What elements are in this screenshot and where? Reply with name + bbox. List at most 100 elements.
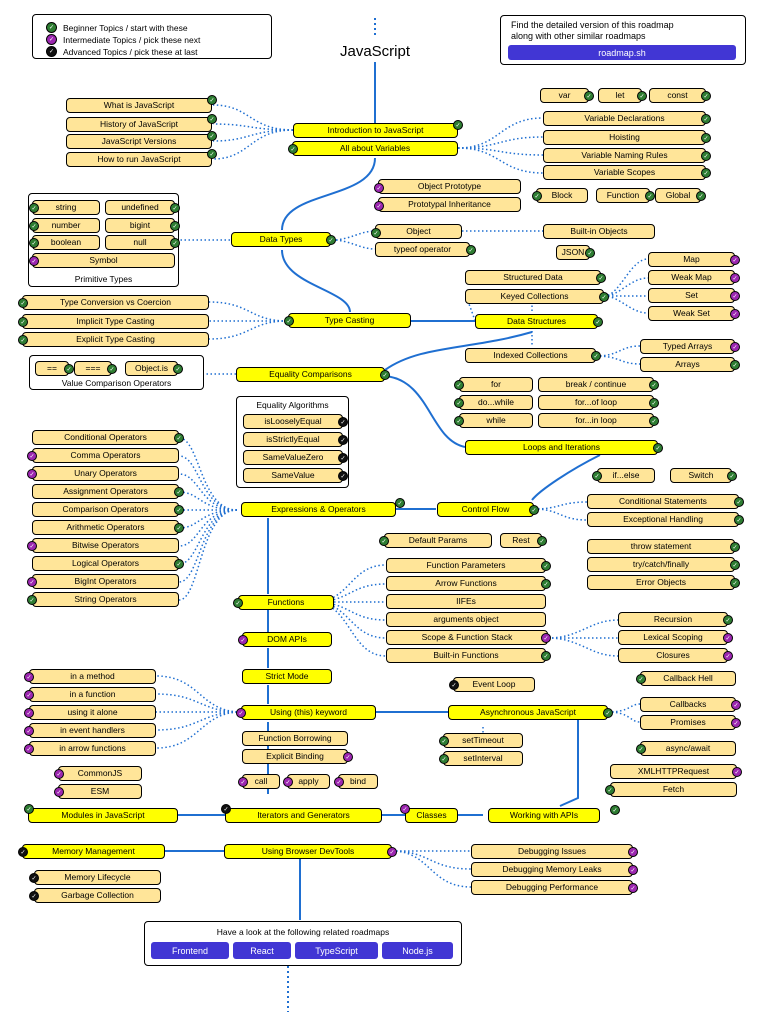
topic-classes[interactable]: Classes [405,808,458,823]
topic-in-a-method[interactable]: in a method [29,669,156,684]
topic-data-structures[interactable]: Data Structures [475,314,598,329]
topic-debugging-issues[interactable]: Debugging Issues [471,844,633,859]
topic-isstrictly-equal[interactable]: isStrictlyEqual [243,432,343,447]
topic-string-operators[interactable]: String Operators [32,592,179,607]
topic-memory-management[interactable]: Memory Management [22,844,165,859]
topic-strict-mode[interactable]: Strict Mode [242,669,332,684]
typescript-roadmap-button[interactable]: TypeScript [295,942,378,959]
topic-structured-data[interactable]: Structured Data [465,270,601,285]
topic-what-is-javascript[interactable]: What is JavaScript [66,98,212,113]
topic-weak-set[interactable]: Weak Set [648,306,735,321]
topic-object-is[interactable]: Object.is [125,361,178,376]
topic-default-params[interactable]: Default Params [384,533,492,548]
topic-explicit-type-casting[interactable]: Explicit Type Casting [22,332,209,347]
topic-variable-scopes[interactable]: Variable Scopes [543,165,706,180]
topic-apply[interactable]: apply [287,774,330,789]
topic-arithmetic-operators[interactable]: Arithmetic Operators [32,520,179,535]
topic-bind[interactable]: bind [338,774,378,789]
topic-hoisting[interactable]: Hoisting [543,130,706,145]
topic-unary-operators[interactable]: Unary Operators [32,466,179,481]
topic-bigint-operators[interactable]: BigInt Operators [32,574,179,589]
roadmap-sh-button[interactable]: roadmap.sh [508,45,736,60]
topic-null[interactable]: null [105,235,175,250]
topic-debugging-performance[interactable]: Debugging Performance [471,880,633,895]
topic-scope-and-function-stack[interactable]: Scope & Function Stack [386,630,548,645]
topic-arguments-object[interactable]: arguments object [386,612,546,627]
topic-object-prototype[interactable]: Object Prototype [378,179,521,194]
topic-exceptional-handling[interactable]: Exceptional Handling [587,512,739,527]
topic-do-while[interactable]: do...while [459,395,533,410]
topic-error-objects[interactable]: Error Objects [587,575,735,590]
topic-prototypal-inheritance[interactable]: Prototypal Inheritance [378,197,521,212]
topic-logical-operators[interactable]: Logical Operators [32,556,179,571]
topic-setinterval[interactable]: setInterval [443,751,523,766]
topic-working-with-apis[interactable]: Working with APIs [488,808,600,823]
topic-number[interactable]: number [32,218,100,233]
topic-callback-hell[interactable]: Callback Hell [640,671,736,686]
topic-esm[interactable]: ESM [58,784,142,799]
topic-typeof-operator[interactable]: typeof operator [375,242,470,257]
topic-type-casting[interactable]: Type Casting [288,313,411,328]
topic-using-browser-devtools[interactable]: Using Browser DevTools [224,844,392,859]
topic-strict-equality[interactable]: === [74,361,112,376]
topic-type-conversion-vs-coercion[interactable]: Type Conversion vs Coercion [22,295,209,310]
topic-weak-map[interactable]: Weak Map [648,270,735,285]
topic-for-in-loop[interactable]: for...in loop [538,413,654,428]
nodejs-roadmap-button[interactable]: Node.js [382,942,453,959]
topic-promises[interactable]: Promises [640,715,736,730]
topic-arrays[interactable]: Arrays [640,357,735,372]
topic-undefined[interactable]: undefined [105,200,175,215]
topic-debugging-memory-leaks[interactable]: Debugging Memory Leaks [471,862,633,877]
topic-function[interactable]: Function [596,188,650,203]
topic-comparison-operators[interactable]: Comparison Operators [32,502,179,517]
topic-conditional-statements[interactable]: Conditional Statements [587,494,739,509]
topic-commonjs[interactable]: CommonJS [58,766,142,781]
topic-for-of-loop[interactable]: for...of loop [538,395,654,410]
topic-history-of-javascript[interactable]: History of JavaScript [66,117,212,132]
topic-expressions-and-operators[interactable]: Expressions & Operators [241,502,396,517]
topic-object[interactable]: Object [375,224,462,239]
topic-explicit-binding[interactable]: Explicit Binding [242,749,348,764]
topic-functions[interactable]: Functions [238,595,334,610]
topic-xmlhttprequest[interactable]: XMLHTTPRequest [610,764,737,779]
topic-garbage-collection[interactable]: Garbage Collection [34,888,161,903]
topic-symbol[interactable]: Symbol [32,253,175,268]
topic-typed-arrays[interactable]: Typed Arrays [640,339,735,354]
topic-in-arrow-functions[interactable]: in arrow functions [29,741,156,756]
topic-async-await[interactable]: async/await [640,741,736,756]
topic-conditional-operators[interactable]: Conditional Operators [32,430,179,445]
topic-using-this-keyword[interactable]: Using (this) keyword [241,705,376,720]
topic-comma-operators[interactable]: Comma Operators [32,448,179,463]
topic-bigint[interactable]: bigint [105,218,175,233]
topic-asynchronous-javascript[interactable]: Asynchronous JavaScript [448,705,608,720]
topic-how-to-run-javascript[interactable]: How to run JavaScript [66,152,212,167]
topic-indexed-collections[interactable]: Indexed Collections [465,348,596,363]
topic-string[interactable]: string [32,200,100,215]
topic-let[interactable]: let [598,88,642,103]
topic-function-borrowing[interactable]: Function Borrowing [242,731,348,746]
topic-data-types[interactable]: Data Types [231,232,331,247]
topic-boolean[interactable]: boolean [32,235,100,250]
topic-in-event-handlers[interactable]: in event handlers [29,723,156,738]
topic-recursion[interactable]: Recursion [618,612,728,627]
topic-modules-in-javascript[interactable]: Modules in JavaScript [28,808,178,823]
topic-block[interactable]: Block [536,188,588,203]
topic-same-value[interactable]: SameValue [243,468,343,483]
topic-memory-lifecycle[interactable]: Memory Lifecycle [34,870,161,885]
topic-call[interactable]: call [242,774,280,789]
topic-javascript-versions[interactable]: JavaScript Versions [66,134,212,149]
topic-built-in-objects[interactable]: Built-in Objects [543,224,655,239]
react-roadmap-button[interactable]: React [233,942,291,959]
topic-const[interactable]: const [649,88,706,103]
topic-keyed-collections[interactable]: Keyed Collections [465,289,604,304]
topic-set[interactable]: Set [648,288,735,303]
topic-while[interactable]: while [459,413,533,428]
topic-variable-naming-rules[interactable]: Variable Naming Rules [543,148,706,163]
topic-throw-statement[interactable]: throw statement [587,539,735,554]
topic-arrow-functions[interactable]: Arrow Functions [386,576,546,591]
topic-variable-declarations[interactable]: Variable Declarations [543,111,706,126]
topic-built-in-functions[interactable]: Built-in Functions [386,648,546,663]
topic-rest[interactable]: Rest [500,533,542,548]
topic-control-flow[interactable]: Control Flow [437,502,534,517]
topic-dom-apis[interactable]: DOM APIs [242,632,332,647]
